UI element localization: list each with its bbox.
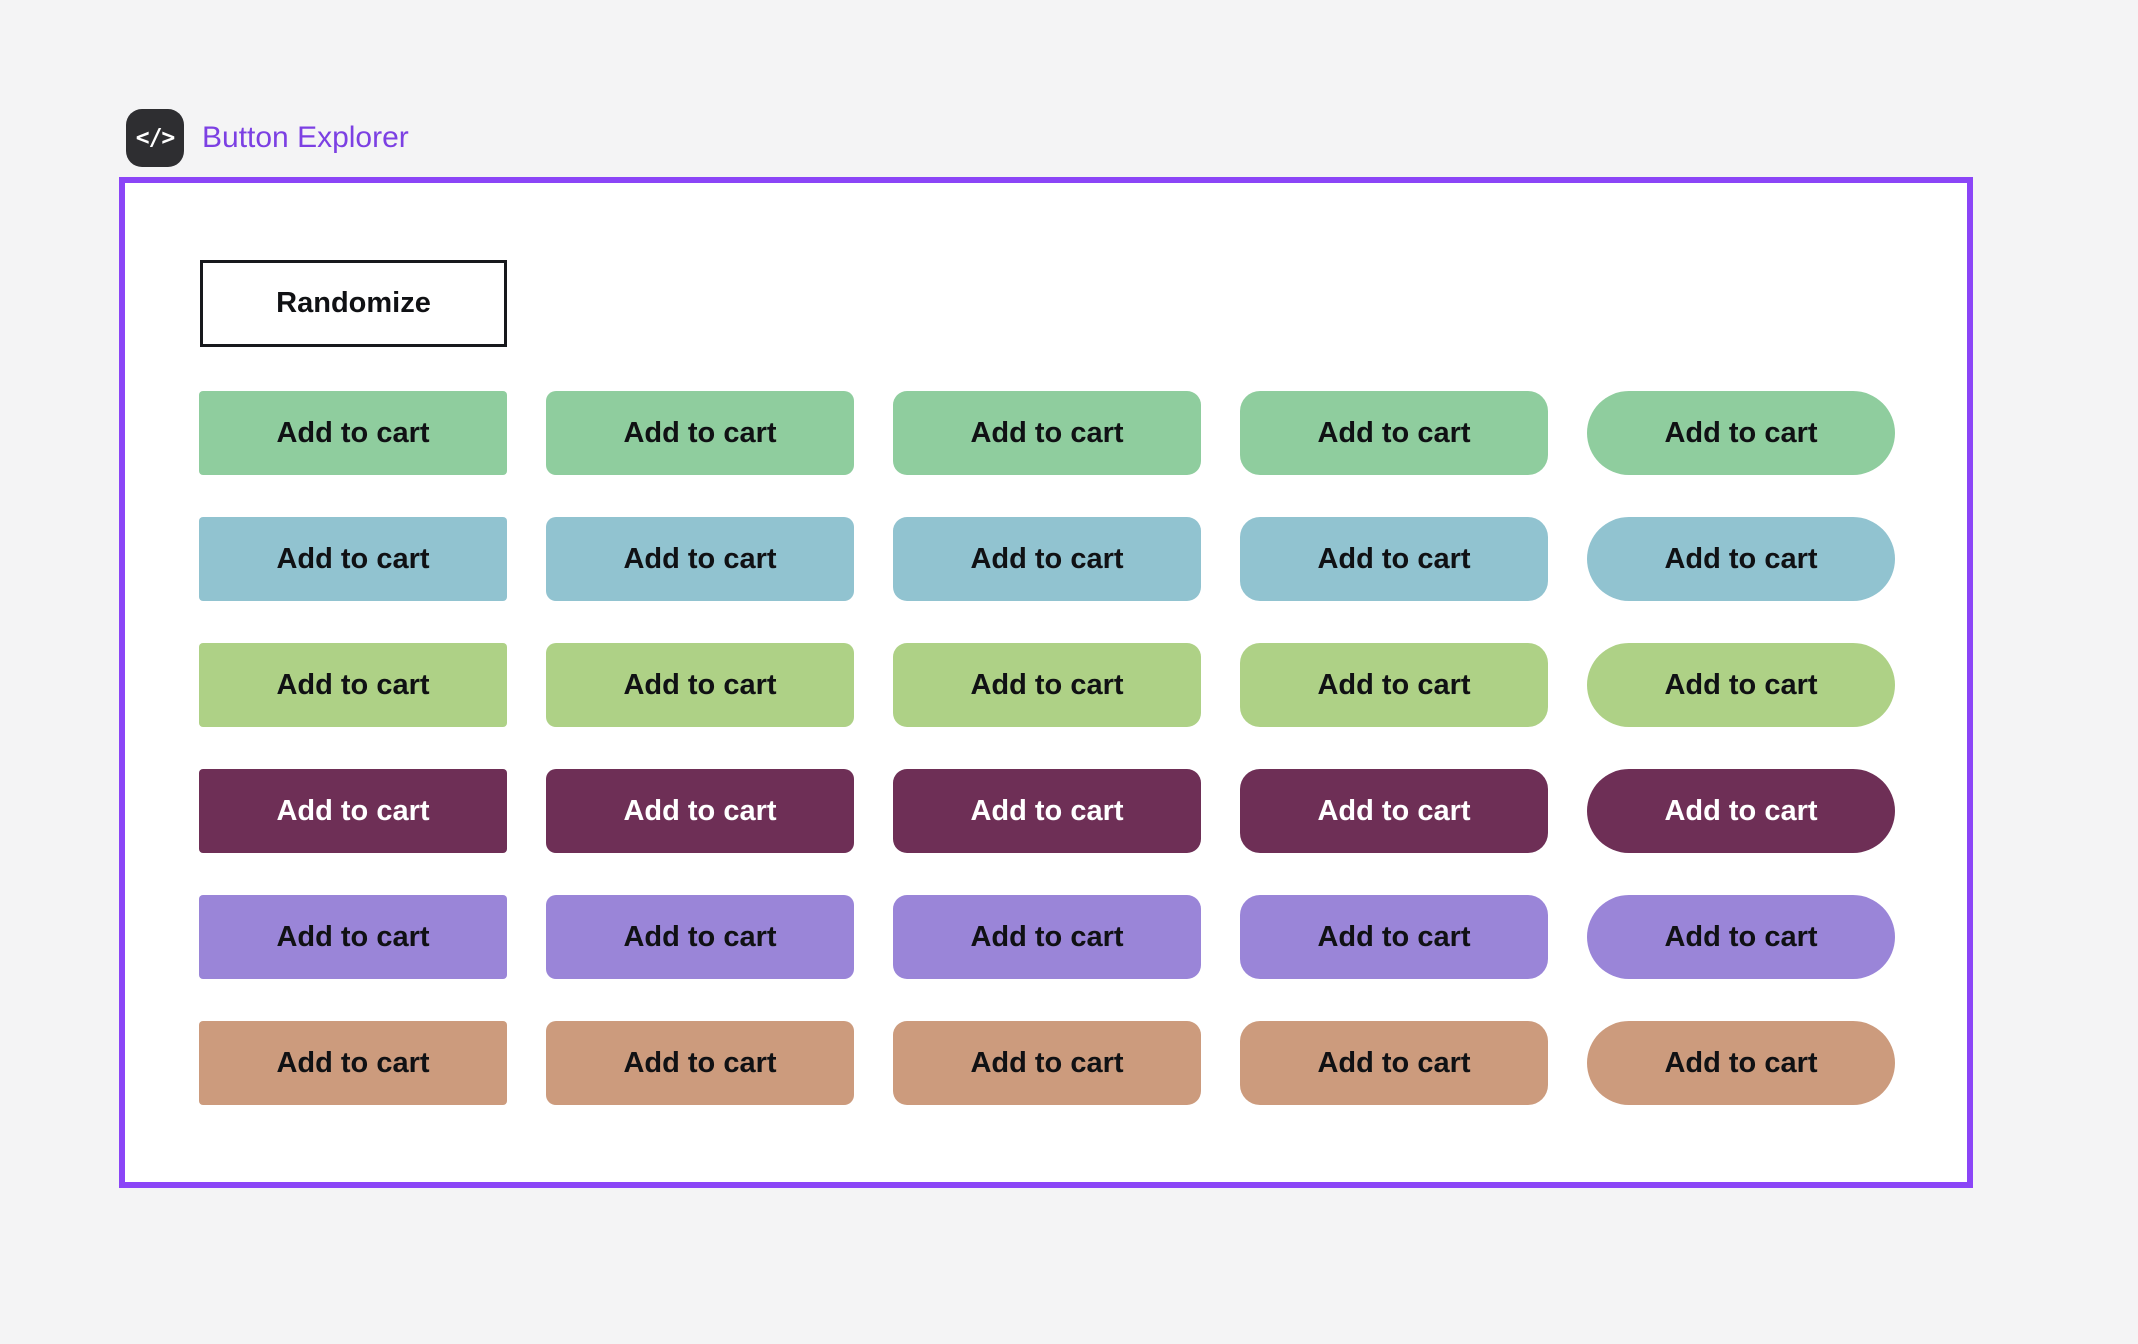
randomize-button[interactable]: Randomize (200, 260, 507, 347)
add-to-cart-button-r6-c1[interactable]: Add to cart (199, 1021, 507, 1105)
button-row-green: Add to cart Add to cart Add to cart Add to … (199, 391, 1895, 475)
add-to-cart-button-r6-c4[interactable]: Add to cart (1240, 1021, 1548, 1105)
page-title[interactable]: Button Explorer (202, 121, 409, 154)
add-to-cart-button-r5-c3[interactable]: Add to cart (893, 895, 1201, 979)
add-to-cart-button-r5-c1[interactable]: Add to cart (199, 895, 507, 979)
add-to-cart-button-r2-c2[interactable]: Add to cart (546, 517, 854, 601)
add-to-cart-button-r4-c3[interactable]: Add to cart (893, 769, 1201, 853)
add-to-cart-button-r1-c5[interactable]: Add to cart (1587, 391, 1895, 475)
add-to-cart-button-r4-c5[interactable]: Add to cart (1587, 769, 1895, 853)
code-icon[interactable]: </> (126, 109, 184, 167)
add-to-cart-button-r4-c1[interactable]: Add to cart (199, 769, 507, 853)
add-to-cart-button-r3-c2[interactable]: Add to cart (546, 643, 854, 727)
add-to-cart-button-r2-c3[interactable]: Add to cart (893, 517, 1201, 601)
button-row-tan: Add to cart Add to cart Add to cart Add to … (199, 1021, 1895, 1105)
add-to-cart-button-r1-c4[interactable]: Add to cart (1240, 391, 1548, 475)
add-to-cart-button-r4-c4[interactable]: Add to cart (1240, 769, 1548, 853)
add-to-cart-button-r3-c5[interactable]: Add to cart (1587, 643, 1895, 727)
add-to-cart-button-r5-c5[interactable]: Add to cart (1587, 895, 1895, 979)
button-row-plum: Add to cart Add to cart Add to cart Add to … (199, 769, 1895, 853)
add-to-cart-button-r1-c1[interactable]: Add to cart (199, 391, 507, 475)
add-to-cart-button-r1-c3[interactable]: Add to cart (893, 391, 1201, 475)
add-to-cart-button-r6-c3[interactable]: Add to cart (893, 1021, 1201, 1105)
add-to-cart-button-r2-c5[interactable]: Add to cart (1587, 517, 1895, 601)
add-to-cart-button-r4-c2[interactable]: Add to cart (546, 769, 854, 853)
add-to-cart-button-r2-c1[interactable]: Add to cart (199, 517, 507, 601)
add-to-cart-button-r6-c2[interactable]: Add to cart (546, 1021, 854, 1105)
add-to-cart-button-r5-c4[interactable]: Add to cart (1240, 895, 1548, 979)
add-to-cart-button-r1-c2[interactable]: Add to cart (546, 391, 854, 475)
button-row-lavender: Add to cart Add to cart Add to cart Add to … (199, 895, 1895, 979)
button-row-yellow-green: Add to cart Add to cart Add to cart Add to … (199, 643, 1895, 727)
button-row-steel-blue: Add to cart Add to cart Add to cart Add to … (199, 517, 1895, 601)
add-to-cart-button-r3-c1[interactable]: Add to cart (199, 643, 507, 727)
add-to-cart-button-r3-c3[interactable]: Add to cart (893, 643, 1201, 727)
add-to-cart-button-r2-c4[interactable]: Add to cart (1240, 517, 1548, 601)
add-to-cart-button-r3-c4[interactable]: Add to cart (1240, 643, 1548, 727)
add-to-cart-button-r5-c2[interactable]: Add to cart (546, 895, 854, 979)
add-to-cart-button-r6-c5[interactable]: Add to cart (1587, 1021, 1895, 1105)
app-header: </> Button Explorer (126, 109, 409, 167)
code-icon-glyph: </> (135, 125, 176, 151)
